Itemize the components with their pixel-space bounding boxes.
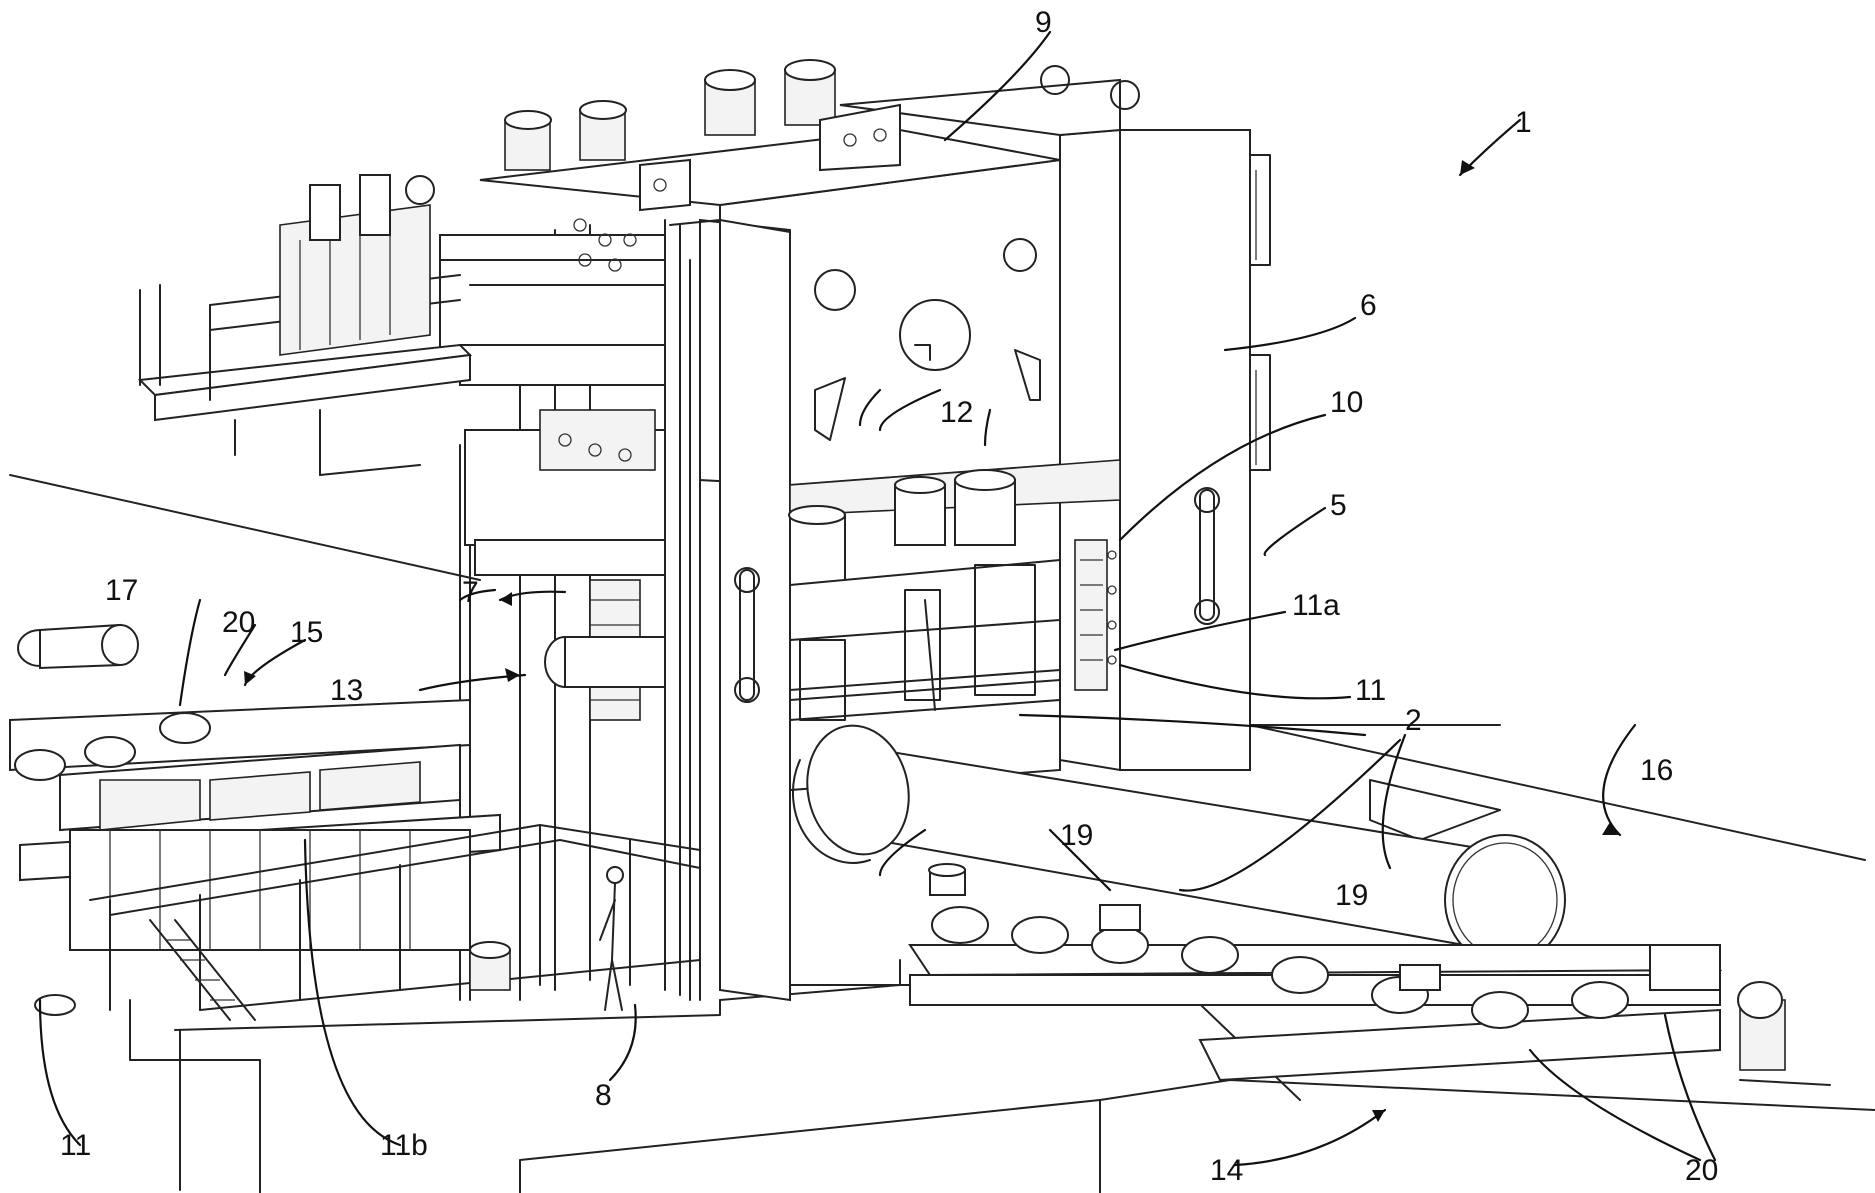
ref-label-16: 16 (1640, 754, 1673, 787)
ref-label-14: 14 (1210, 1154, 1243, 1187)
ref-label-2: 2 (1405, 704, 1422, 737)
ref-label-17: 17 (105, 574, 138, 607)
ref-label-19-right: 19 (1335, 879, 1368, 912)
ref-label-9: 9 (1035, 6, 1052, 39)
ref-label-15: 15 (290, 616, 323, 649)
left-tower (440, 219, 680, 1000)
ref-label-11-center: 11 (1355, 674, 1386, 707)
ref-label-12: 12 (940, 396, 973, 429)
ref-label-19-left: 19 (1060, 819, 1093, 852)
ref-label-7: 7 (462, 576, 479, 609)
ref-label-10: 10 (1330, 386, 1363, 419)
ref-label-13: 13 (330, 674, 363, 707)
ref-label-11b: 11b (380, 1129, 428, 1162)
ref-label-5: 5 (1330, 489, 1347, 522)
ref-label-8: 8 (595, 1079, 612, 1112)
ref-label-20-left: 20 (222, 606, 255, 639)
ref-label-20-right: 20 (1685, 1154, 1718, 1187)
ref-label-1: 1 (1515, 106, 1532, 139)
ref-label-11a: 11a (1292, 589, 1340, 622)
hydraulic-platform (140, 175, 470, 475)
ref-label-6: 6 (1360, 289, 1377, 322)
ref-label-11-left: 11 (60, 1129, 91, 1162)
